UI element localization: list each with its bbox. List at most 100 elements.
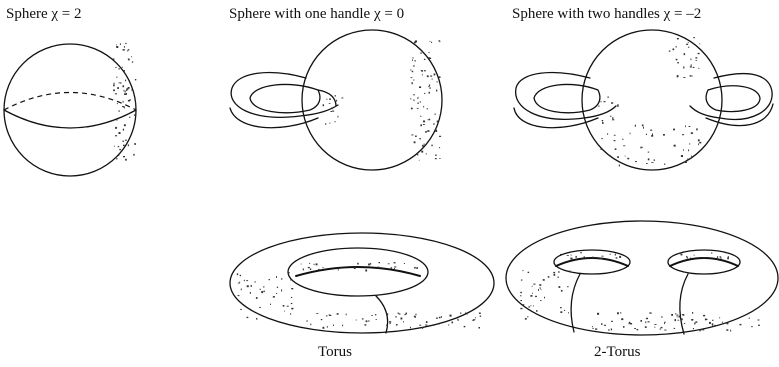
stipple-dot bbox=[692, 328, 694, 330]
stipple-dot bbox=[423, 70, 426, 72]
stipple-dot bbox=[368, 263, 370, 266]
stipple-dot bbox=[357, 262, 359, 265]
stipple-dot bbox=[726, 322, 729, 325]
stipple-dot bbox=[290, 313, 292, 315]
stipple-dot bbox=[131, 89, 133, 91]
stipple-dot bbox=[438, 76, 441, 78]
stipple-dot bbox=[389, 321, 392, 323]
stipple-dot bbox=[527, 271, 530, 273]
stipple-dot bbox=[651, 162, 654, 163]
stipple-dot bbox=[410, 326, 411, 329]
stipple-dot bbox=[580, 252, 582, 254]
stipple-dot bbox=[612, 117, 614, 119]
stipple-dot bbox=[690, 132, 693, 134]
stipple-dot bbox=[692, 312, 694, 314]
stipple-dot bbox=[127, 58, 130, 60]
stipple-dot bbox=[591, 326, 593, 328]
stipple-dot bbox=[365, 269, 368, 272]
stipple-dot bbox=[687, 42, 689, 44]
stipple-dot bbox=[465, 312, 467, 314]
stipple-dot bbox=[382, 268, 384, 270]
stipple-dot bbox=[328, 103, 331, 104]
stipple-dot bbox=[134, 79, 137, 81]
stipple-dot bbox=[675, 313, 677, 315]
stipple-dot bbox=[685, 161, 687, 163]
stipple-dot bbox=[703, 257, 706, 259]
stipple-dot bbox=[654, 326, 656, 328]
stipple-dot bbox=[429, 40, 431, 42]
stipple-dot bbox=[337, 115, 339, 118]
stipple-dot bbox=[116, 158, 118, 160]
stipple-dot bbox=[420, 115, 422, 117]
stipple-dot bbox=[309, 268, 312, 270]
stipple-dot bbox=[542, 279, 545, 281]
stipple-dot bbox=[694, 322, 696, 325]
stipple-dot bbox=[436, 120, 438, 123]
sphere-two-handles-label: Sphere with two handles χ = –2 bbox=[512, 6, 702, 22]
stipple-dot bbox=[433, 73, 436, 76]
stipple-dot bbox=[699, 141, 702, 144]
stipple-dot bbox=[647, 151, 650, 153]
stipple-dot bbox=[607, 133, 609, 135]
stipple-dot bbox=[619, 255, 622, 258]
stipple-dot bbox=[420, 70, 422, 72]
stipple-dot bbox=[429, 87, 431, 89]
stipple-dot bbox=[122, 100, 124, 103]
stipple-dot bbox=[436, 317, 438, 319]
stipple-dot bbox=[239, 281, 241, 283]
stipple-dot bbox=[417, 96, 419, 99]
stipple-dot bbox=[433, 123, 435, 125]
stipple-dot bbox=[652, 133, 653, 136]
stipple-dot bbox=[126, 88, 129, 90]
stipple-dot bbox=[398, 313, 401, 315]
stipple-dot bbox=[115, 135, 118, 137]
stipple-dot bbox=[727, 256, 729, 258]
stipple-dot bbox=[403, 263, 405, 264]
stipple-dot bbox=[128, 59, 130, 61]
stipple-dot bbox=[414, 266, 416, 269]
stipple-dot bbox=[622, 138, 624, 140]
stipple-dot bbox=[545, 317, 547, 319]
stipple-dot bbox=[530, 305, 532, 307]
stipple-dot bbox=[307, 266, 310, 269]
stipple-dot bbox=[540, 300, 542, 301]
stipple-dot bbox=[426, 108, 428, 110]
stipple-dot bbox=[413, 141, 416, 144]
stipple-dot bbox=[291, 307, 294, 310]
two-torus-shape bbox=[505, 220, 779, 336]
stipple-dot bbox=[689, 143, 691, 145]
stipple-dot bbox=[334, 95, 336, 97]
stipple-dot bbox=[557, 276, 559, 278]
stipple-dot bbox=[322, 267, 324, 269]
stipple-dot bbox=[438, 316, 441, 319]
stipple-dot bbox=[126, 89, 128, 91]
stipple-dot bbox=[431, 144, 433, 147]
stipple-dot bbox=[683, 77, 686, 78]
stipple-dot bbox=[240, 308, 242, 310]
stipple-dot bbox=[528, 305, 530, 308]
stipple-dot bbox=[414, 316, 416, 318]
stipple-dot bbox=[678, 253, 681, 255]
stipple-dot bbox=[693, 254, 695, 256]
stipple-dot bbox=[690, 155, 692, 157]
stipple-dot bbox=[390, 267, 393, 269]
two-torus-shading bbox=[520, 252, 760, 332]
stipple-dot bbox=[676, 314, 679, 316]
stipple-dot bbox=[610, 328, 612, 331]
stipple-dot bbox=[435, 129, 437, 132]
stipple-dot bbox=[290, 296, 293, 298]
stipple-dot bbox=[671, 314, 673, 316]
stipple-dot bbox=[405, 312, 407, 315]
stipple-dot bbox=[730, 329, 732, 332]
stipple-dot bbox=[261, 291, 264, 294]
stipple-dot bbox=[560, 311, 563, 313]
stipple-dot bbox=[618, 164, 620, 167]
stipple-dot bbox=[419, 324, 422, 326]
stipple-dot bbox=[635, 161, 637, 163]
stipple-dot bbox=[412, 57, 414, 59]
stipple-dot bbox=[288, 272, 290, 274]
stipple-dot bbox=[118, 110, 120, 112]
stipple-dot bbox=[423, 58, 426, 60]
stipple-dot bbox=[600, 257, 603, 260]
stipple-dot bbox=[246, 285, 249, 288]
